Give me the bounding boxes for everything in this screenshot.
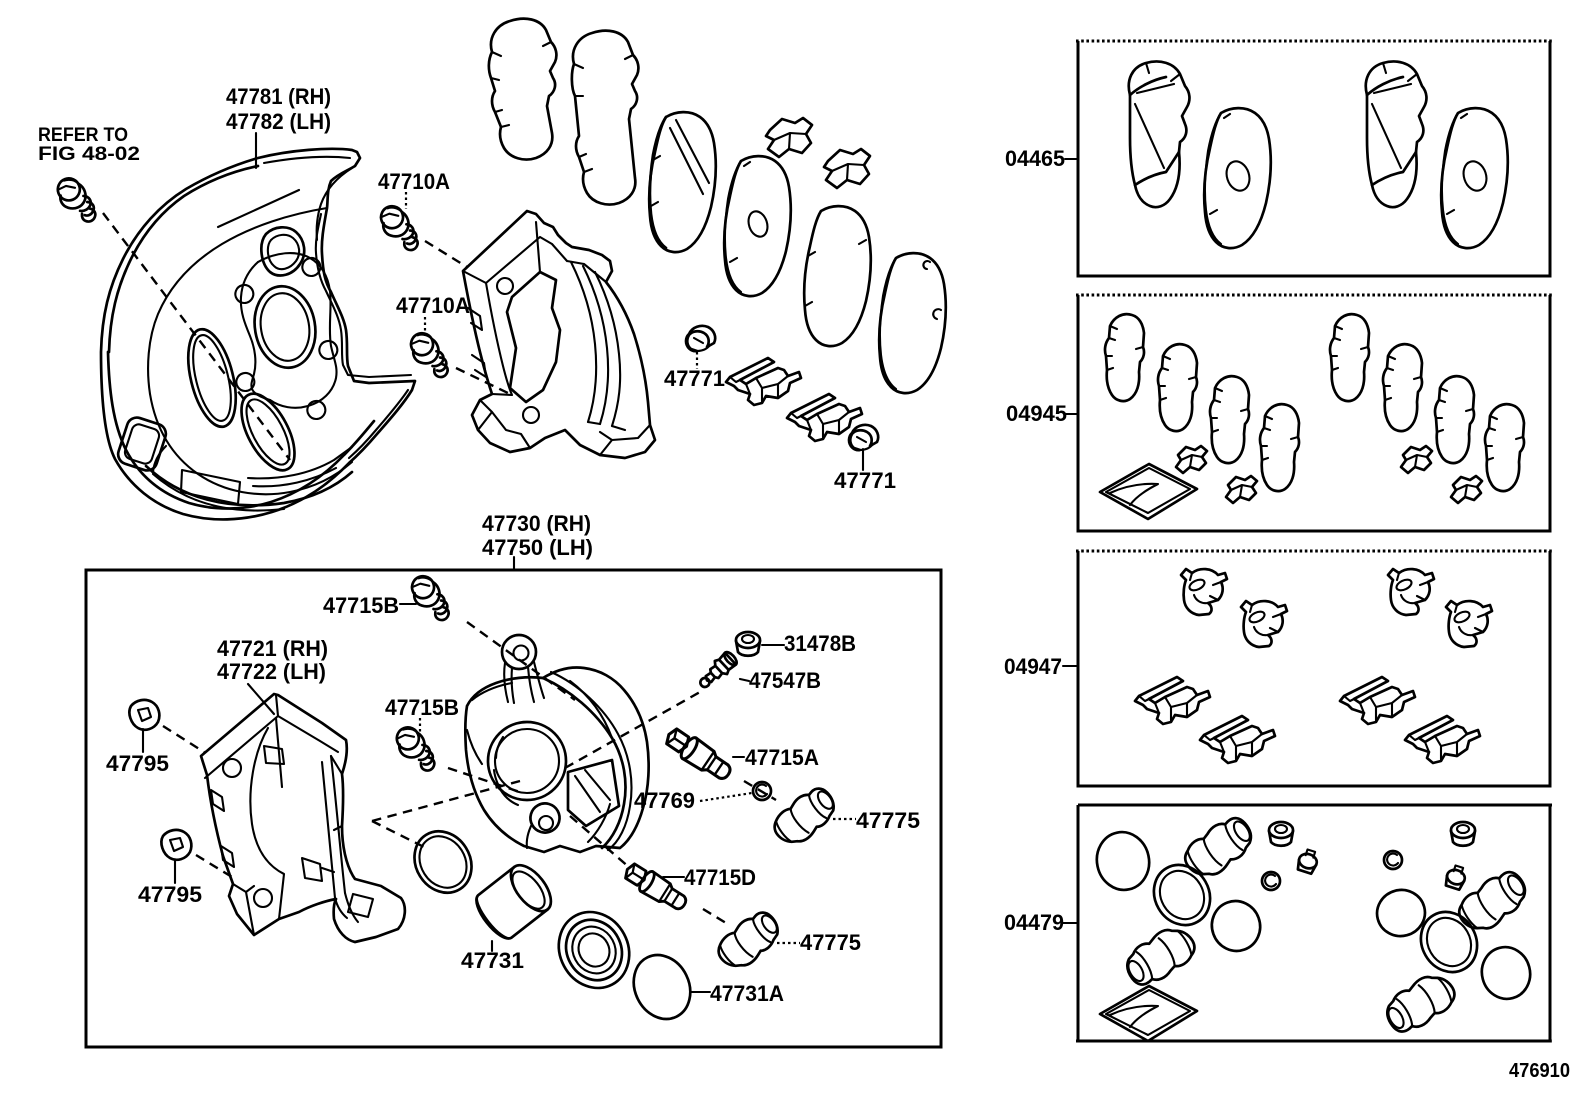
svg-text:47781 (RH): 47781 (RH) — [226, 84, 331, 109]
svg-text:47775: 47775 — [800, 930, 861, 955]
svg-text:47731: 47731 — [461, 948, 524, 973]
svg-text:47750 (LH): 47750 (LH) — [482, 535, 593, 560]
svg-text:47715B: 47715B — [385, 695, 459, 720]
svg-text:47710A: 47710A — [378, 169, 450, 194]
svg-text:47715A: 47715A — [745, 745, 819, 770]
svg-text:47730 (RH): 47730 (RH) — [482, 511, 591, 536]
svg-text:47771: 47771 — [834, 468, 896, 493]
svg-text:31478B: 31478B — [784, 631, 856, 656]
svg-text:04945: 04945 — [1006, 401, 1067, 426]
svg-text:04465: 04465 — [1005, 146, 1065, 171]
svg-text:47795: 47795 — [138, 882, 202, 907]
svg-text:47782 (LH): 47782 (LH) — [226, 109, 331, 134]
svg-text:47731A: 47731A — [710, 981, 784, 1006]
svg-text:47771: 47771 — [664, 366, 725, 391]
svg-text:47722 (LH): 47722 (LH) — [217, 659, 326, 684]
svg-text:REFER TO: REFER TO — [38, 125, 128, 146]
svg-text:47795: 47795 — [106, 751, 169, 776]
svg-text:FIG 48-02: FIG 48-02 — [38, 144, 140, 165]
svg-text:476910: 476910 — [1509, 1060, 1570, 1082]
svg-text:04479: 04479 — [1004, 910, 1064, 935]
svg-text:47715D: 47715D — [684, 865, 756, 890]
svg-text:47775: 47775 — [856, 808, 920, 833]
svg-text:04947: 04947 — [1004, 654, 1062, 679]
svg-text:47547B: 47547B — [749, 668, 821, 693]
svg-text:47715B: 47715B — [323, 593, 399, 618]
svg-text:47721 (RH): 47721 (RH) — [217, 636, 328, 661]
svg-text:47710A: 47710A — [396, 293, 470, 318]
